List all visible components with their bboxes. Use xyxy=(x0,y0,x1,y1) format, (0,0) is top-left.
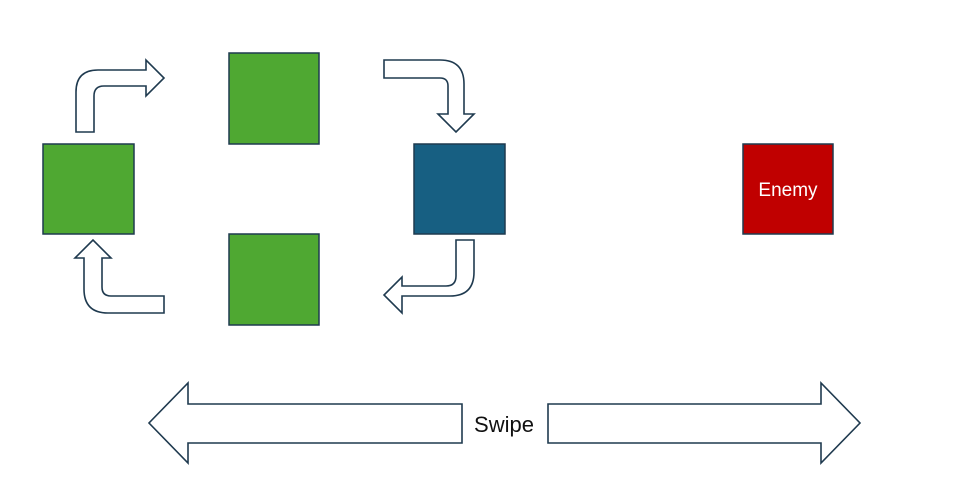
rotate-arrow-right-down xyxy=(383,59,476,134)
selected-unit xyxy=(413,143,506,235)
enemy-unit xyxy=(742,143,834,235)
enemy-label: Enemy xyxy=(758,180,818,201)
ally-unit-top xyxy=(228,52,320,145)
rotate-arrow-down-left xyxy=(382,239,475,315)
swipe-label: Swipe xyxy=(474,412,534,437)
rotate-arrow-left-up xyxy=(73,238,165,314)
ally-unit-bottom xyxy=(228,233,320,326)
swipe-left-arrow xyxy=(147,381,463,465)
rotate-arrow-up-right xyxy=(75,58,166,133)
swipe-right-arrow xyxy=(547,381,862,465)
ally-unit-left xyxy=(42,143,135,235)
